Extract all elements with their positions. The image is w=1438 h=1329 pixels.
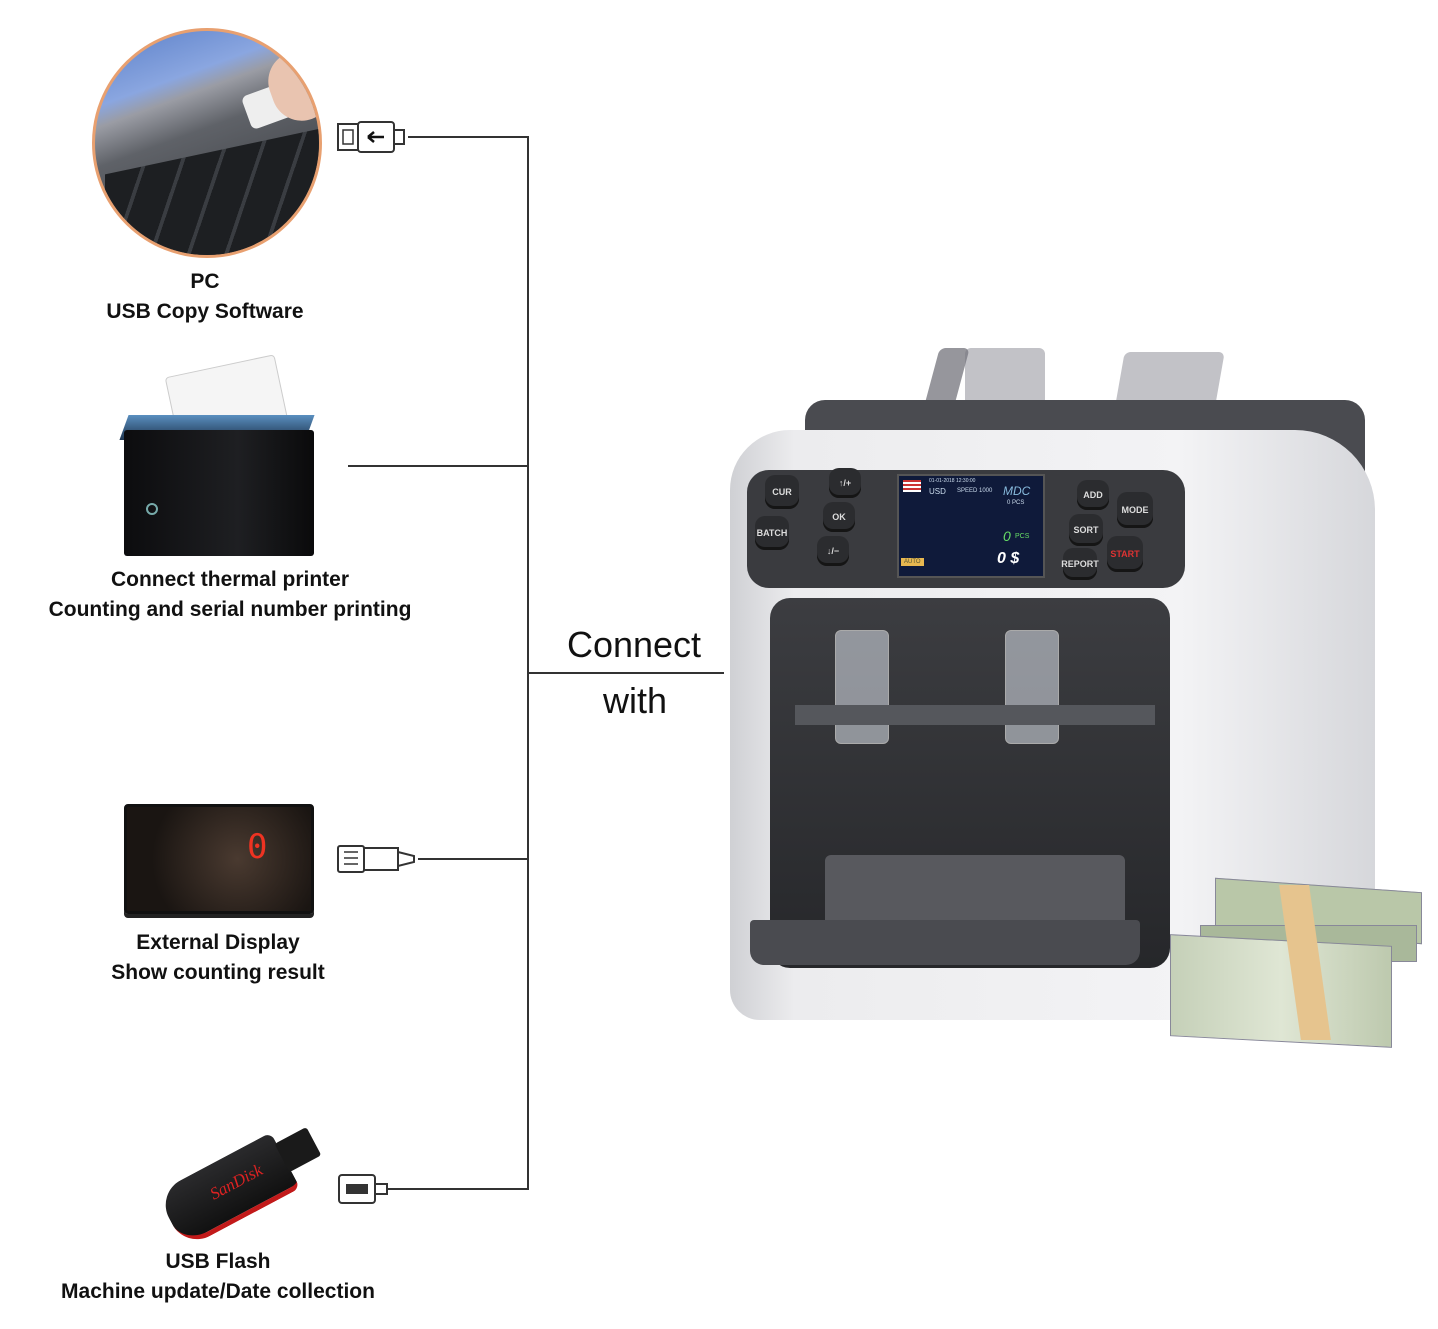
screen-date: 01-01-2018 12:30:00 — [929, 478, 976, 484]
screen-pcs: 0 — [1003, 528, 1011, 544]
money-counter-machine: CUR BATCH ↑/+ OK ↓/− 01-01-2018 12:30:00… — [725, 340, 1385, 1030]
up-plus-button[interactable]: ↑/+ — [829, 468, 861, 498]
pc-connector-line — [408, 136, 528, 138]
usb-a-icon — [338, 1174, 388, 1204]
display-subtitle: Show counting result — [111, 961, 325, 984]
screen-auto: AUTO — [901, 558, 924, 566]
display-connector-line — [418, 858, 528, 860]
printer-connector-line — [348, 465, 528, 467]
sort-button[interactable]: SORT — [1069, 514, 1103, 546]
flash-connector-line — [388, 1188, 528, 1190]
thermal-printer-image — [119, 354, 320, 560]
pc-title: PC — [190, 270, 220, 293]
flash-title: USB Flash — [165, 1250, 271, 1273]
ethernet-icon — [337, 845, 415, 873]
down-minus-button[interactable]: ↓/− — [817, 536, 849, 566]
screen-pcs-unit: PCS — [1015, 533, 1030, 540]
flash-subtitle: Machine update/Date collection — [61, 1280, 375, 1303]
start-button[interactable]: START — [1107, 536, 1143, 572]
vertical-connector-line — [527, 136, 529, 1190]
cash-stack-image — [1170, 875, 1425, 1048]
screen-pcs-top: 0 PCS — [1007, 500, 1025, 506]
screen-mode: MDC — [1003, 484, 1031, 498]
display-digit: 0 — [247, 827, 268, 867]
printer-title: Connect thermal printer — [110, 568, 350, 591]
screen-speed: SPEED 1000 — [957, 488, 993, 494]
usb-b-icon — [337, 121, 405, 153]
add-button[interactable]: ADD — [1077, 480, 1109, 510]
with-label: with — [602, 680, 668, 721]
mode-button[interactable]: MODE — [1117, 492, 1153, 528]
report-button[interactable]: REPORT — [1061, 548, 1099, 580]
pc-usb-image — [92, 28, 322, 258]
cur-button[interactable]: CUR — [765, 475, 799, 509]
pc-subtitle: USB Copy Software — [106, 300, 304, 323]
screen-amount: 0 $ — [997, 550, 1020, 567]
ok-button[interactable]: OK — [823, 502, 855, 532]
printer-subtitle: Counting and serial number printing — [48, 598, 412, 621]
batch-button[interactable]: BATCH — [755, 516, 789, 550]
machine-screen: 01-01-2018 12:30:00 USD SPEED 1000 MDC 0… — [897, 474, 1045, 578]
connect-label: Connect — [566, 624, 702, 665]
external-display-image: 0 — [124, 804, 314, 914]
screen-currency: USD — [929, 487, 946, 496]
display-title: External Display — [136, 931, 300, 954]
machine-connector-line — [528, 672, 724, 674]
usb-flash-image: SanDisk — [155, 1114, 334, 1250]
